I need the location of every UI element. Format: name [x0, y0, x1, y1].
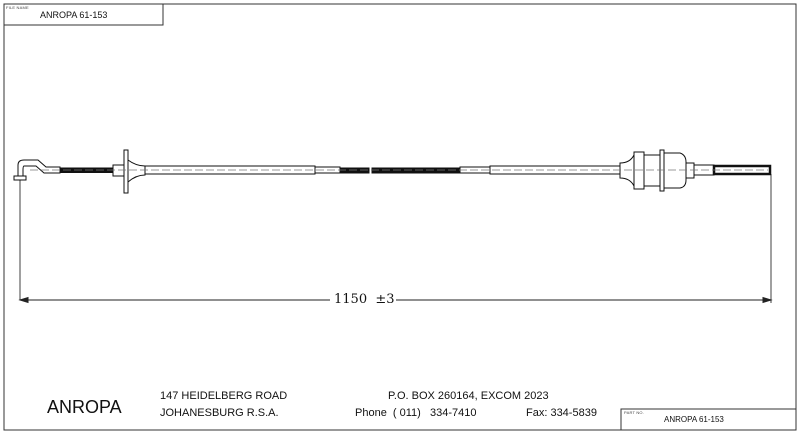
po-box: P.O. BOX 260164, EXCOM 2023 [388, 390, 549, 402]
adjuster-body [643, 154, 661, 187]
file-name-value: ANROPA 61-153 [40, 10, 108, 20]
conduit-right [371, 167, 461, 174]
phone: Phone ( 011) 334-7410 [355, 407, 477, 419]
flange-cone [127, 159, 146, 184]
dimension-length: 1150 [334, 292, 368, 307]
dimension-line [18, 296, 773, 304]
flange-bush [112, 164, 125, 177]
hook-end [17, 159, 61, 179]
fax: Fax: 334-5839 [526, 407, 597, 419]
adjuster-nut [633, 151, 645, 190]
file-name-label: FILE NAME [6, 5, 29, 10]
conduit-left [339, 167, 370, 174]
adjuster-cone [619, 154, 635, 187]
part-no-value: ANROPA 61-153 [664, 415, 724, 424]
adjuster-housing [663, 152, 687, 189]
flange [123, 149, 129, 194]
clutch-cable [13, 149, 772, 303]
company-name: ANROPA [47, 397, 122, 417]
dimension-value: 1150 ±3 [334, 292, 395, 307]
adjuster-washer [659, 149, 665, 192]
part-no-label: PART NO. [624, 410, 645, 415]
address-line-2: JOHANESBURG R.S.A. [160, 407, 279, 419]
dimension-tolerance: ±3 [375, 292, 395, 307]
hook-eyelet [13, 175, 27, 181]
address-line-1: 147 HEIDELBERG ROAD [160, 390, 288, 402]
adjuster-collar [685, 162, 695, 179]
drawing-frame [3, 3, 797, 431]
